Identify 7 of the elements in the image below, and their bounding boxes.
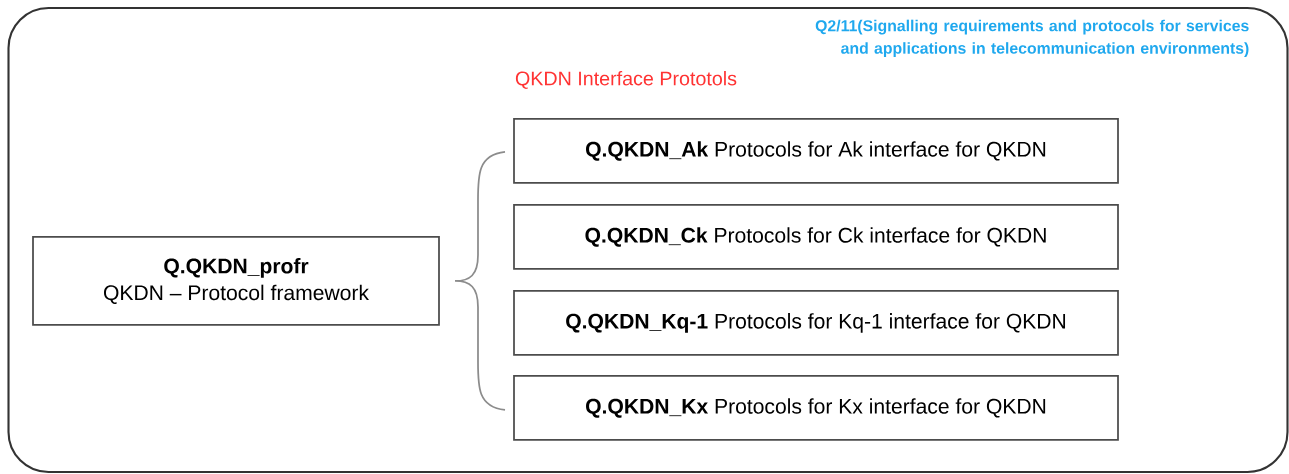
protocol-box: Q.QKDN_Kx Protocols for Kx interface for QKDN xyxy=(513,375,1119,441)
heading-text: Q2/11(Signalling requirements and protocols for services and applications in telecommunication environments) xyxy=(815,19,1249,57)
framework-box: Q.QKDN_profr QKDN – Protocol framework xyxy=(32,236,440,326)
section-heading: QKDN Interface Prototols xyxy=(515,71,737,89)
protocol-box: Q.QKDN_Ak Protocols for Ak interface for QKDN xyxy=(513,118,1119,184)
protocol-box: Q.QKDN_Kq-1 Protocols for Kq-1 interface for QKDN xyxy=(513,290,1119,356)
protocol-box: Q.QKDN_Ck Protocols for Ck interface for QKDN xyxy=(513,204,1119,270)
